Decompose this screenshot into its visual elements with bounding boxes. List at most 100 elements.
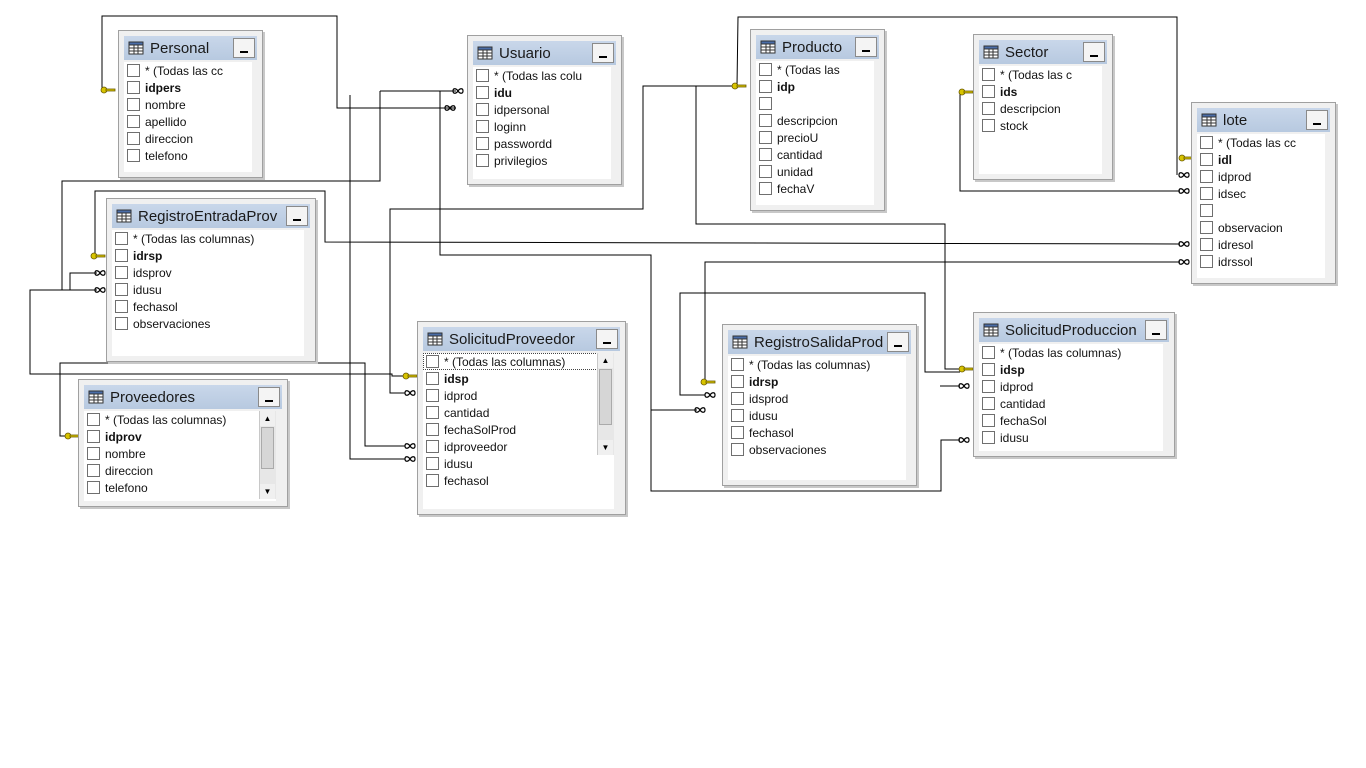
column-checkbox[interactable] [87, 481, 100, 494]
all-columns-row[interactable]: * (Todas las colu [473, 67, 611, 84]
column-checkbox[interactable] [731, 392, 744, 405]
minimize-icon[interactable] [258, 387, 280, 407]
column-checkbox[interactable] [759, 63, 772, 76]
column-checkbox[interactable] [115, 232, 128, 245]
column-checkbox[interactable] [476, 154, 489, 167]
column-row[interactable]: idusu [979, 429, 1163, 446]
all-columns-row[interactable]: * (Todas las columnas) [728, 356, 906, 373]
column-checkbox[interactable] [759, 182, 772, 195]
all-columns-row[interactable]: * (Todas las columnas) [979, 344, 1163, 361]
minimize-icon[interactable] [1145, 320, 1167, 340]
vertical-scrollbar[interactable]: ▲▼ [259, 411, 276, 499]
column-checkbox[interactable] [115, 249, 128, 262]
all-columns-row[interactable]: * (Todas las cc [1197, 134, 1325, 151]
minimize-icon[interactable] [592, 43, 614, 63]
column-row[interactable]: idu [473, 84, 611, 101]
column-row[interactable]: observaciones [112, 315, 304, 332]
column-checkbox[interactable] [759, 80, 772, 93]
column-checkbox[interactable] [759, 165, 772, 178]
column-checkbox[interactable] [476, 120, 489, 133]
column-row[interactable]: loginn [473, 118, 611, 135]
column-checkbox[interactable] [127, 64, 140, 77]
column-row[interactable]: nombre [84, 445, 276, 462]
column-row[interactable]: fechaSol [979, 412, 1163, 429]
column-checkbox[interactable] [1200, 204, 1213, 217]
column-row[interactable] [756, 95, 874, 112]
column-checkbox[interactable] [127, 132, 140, 145]
table-header[interactable]: Sector [979, 40, 1107, 64]
column-checkbox[interactable] [426, 406, 439, 419]
column-row[interactable]: idsp [979, 361, 1163, 378]
column-row[interactable]: idproveedor [423, 438, 614, 455]
column-checkbox[interactable] [426, 389, 439, 402]
column-row[interactable]: idprod [979, 378, 1163, 395]
scroll-down-icon[interactable]: ▼ [598, 440, 613, 455]
column-row[interactable]: telefono [84, 479, 276, 496]
column-row[interactable]: ids [979, 83, 1102, 100]
column-checkbox[interactable] [731, 358, 744, 371]
column-checkbox[interactable] [1200, 136, 1213, 149]
column-checkbox[interactable] [87, 447, 100, 460]
column-row[interactable]: idprod [1197, 168, 1325, 185]
column-checkbox[interactable] [982, 68, 995, 81]
column-row[interactable]: idsp [423, 370, 614, 387]
column-row[interactable]: telefono [124, 147, 252, 164]
all-columns-row[interactable]: * (Todas las columnas) [84, 411, 276, 428]
all-columns-row[interactable]: * (Todas las cc [124, 62, 252, 79]
table-header[interactable]: RegistroSalidaProd [728, 330, 911, 354]
column-row[interactable]: idusu [423, 455, 614, 472]
column-row[interactable]: direccion [124, 130, 252, 147]
column-checkbox[interactable] [982, 346, 995, 359]
column-checkbox[interactable] [426, 355, 439, 368]
column-checkbox[interactable] [476, 69, 489, 82]
minimize-icon[interactable] [596, 329, 618, 349]
column-checkbox[interactable] [115, 317, 128, 330]
table-solicitud-proveedor[interactable]: SolicitudProveedor* (Todas las columnas)… [417, 321, 626, 515]
column-row[interactable]: descripcion [756, 112, 874, 129]
column-row[interactable]: idpers [124, 79, 252, 96]
column-checkbox[interactable] [982, 431, 995, 444]
column-row[interactable]: idpersonal [473, 101, 611, 118]
all-columns-row[interactable]: * (Todas las c [979, 66, 1102, 83]
column-checkbox[interactable] [1200, 187, 1213, 200]
column-checkbox[interactable] [982, 397, 995, 410]
minimize-icon[interactable] [887, 332, 909, 352]
table-header[interactable]: Personal [124, 36, 257, 60]
column-checkbox[interactable] [1200, 238, 1213, 251]
scroll-down-icon[interactable]: ▼ [260, 484, 275, 499]
minimize-icon[interactable] [855, 37, 877, 57]
column-checkbox[interactable] [982, 102, 995, 115]
column-row[interactable]: idrsp [728, 373, 906, 390]
column-row[interactable]: cantidad [979, 395, 1163, 412]
table-header[interactable]: SolicitudProveedor [423, 327, 620, 351]
scroll-up-icon[interactable]: ▲ [260, 411, 275, 426]
column-row[interactable]: observacion [1197, 219, 1325, 236]
table-header[interactable]: Proveedores [84, 385, 282, 409]
column-row[interactable]: stock [979, 117, 1102, 134]
column-row[interactable]: descripcion [979, 100, 1102, 117]
column-row[interactable]: fechaSolProd [423, 421, 614, 438]
table-header[interactable]: SolicitudProduccion [979, 318, 1169, 342]
column-checkbox[interactable] [476, 103, 489, 116]
column-checkbox[interactable] [127, 98, 140, 111]
table-solicitud-produccion[interactable]: SolicitudProduccion* (Todas las columnas… [973, 312, 1175, 457]
column-checkbox[interactable] [476, 137, 489, 150]
minimize-icon[interactable] [286, 206, 308, 226]
column-checkbox[interactable] [1200, 255, 1213, 268]
column-checkbox[interactable] [982, 119, 995, 132]
column-row[interactable]: observaciones [728, 441, 906, 458]
column-checkbox[interactable] [731, 426, 744, 439]
column-checkbox[interactable] [1200, 170, 1213, 183]
all-columns-row[interactable]: * (Todas las columnas) [112, 230, 304, 247]
column-row[interactable]: idprov [84, 428, 276, 445]
